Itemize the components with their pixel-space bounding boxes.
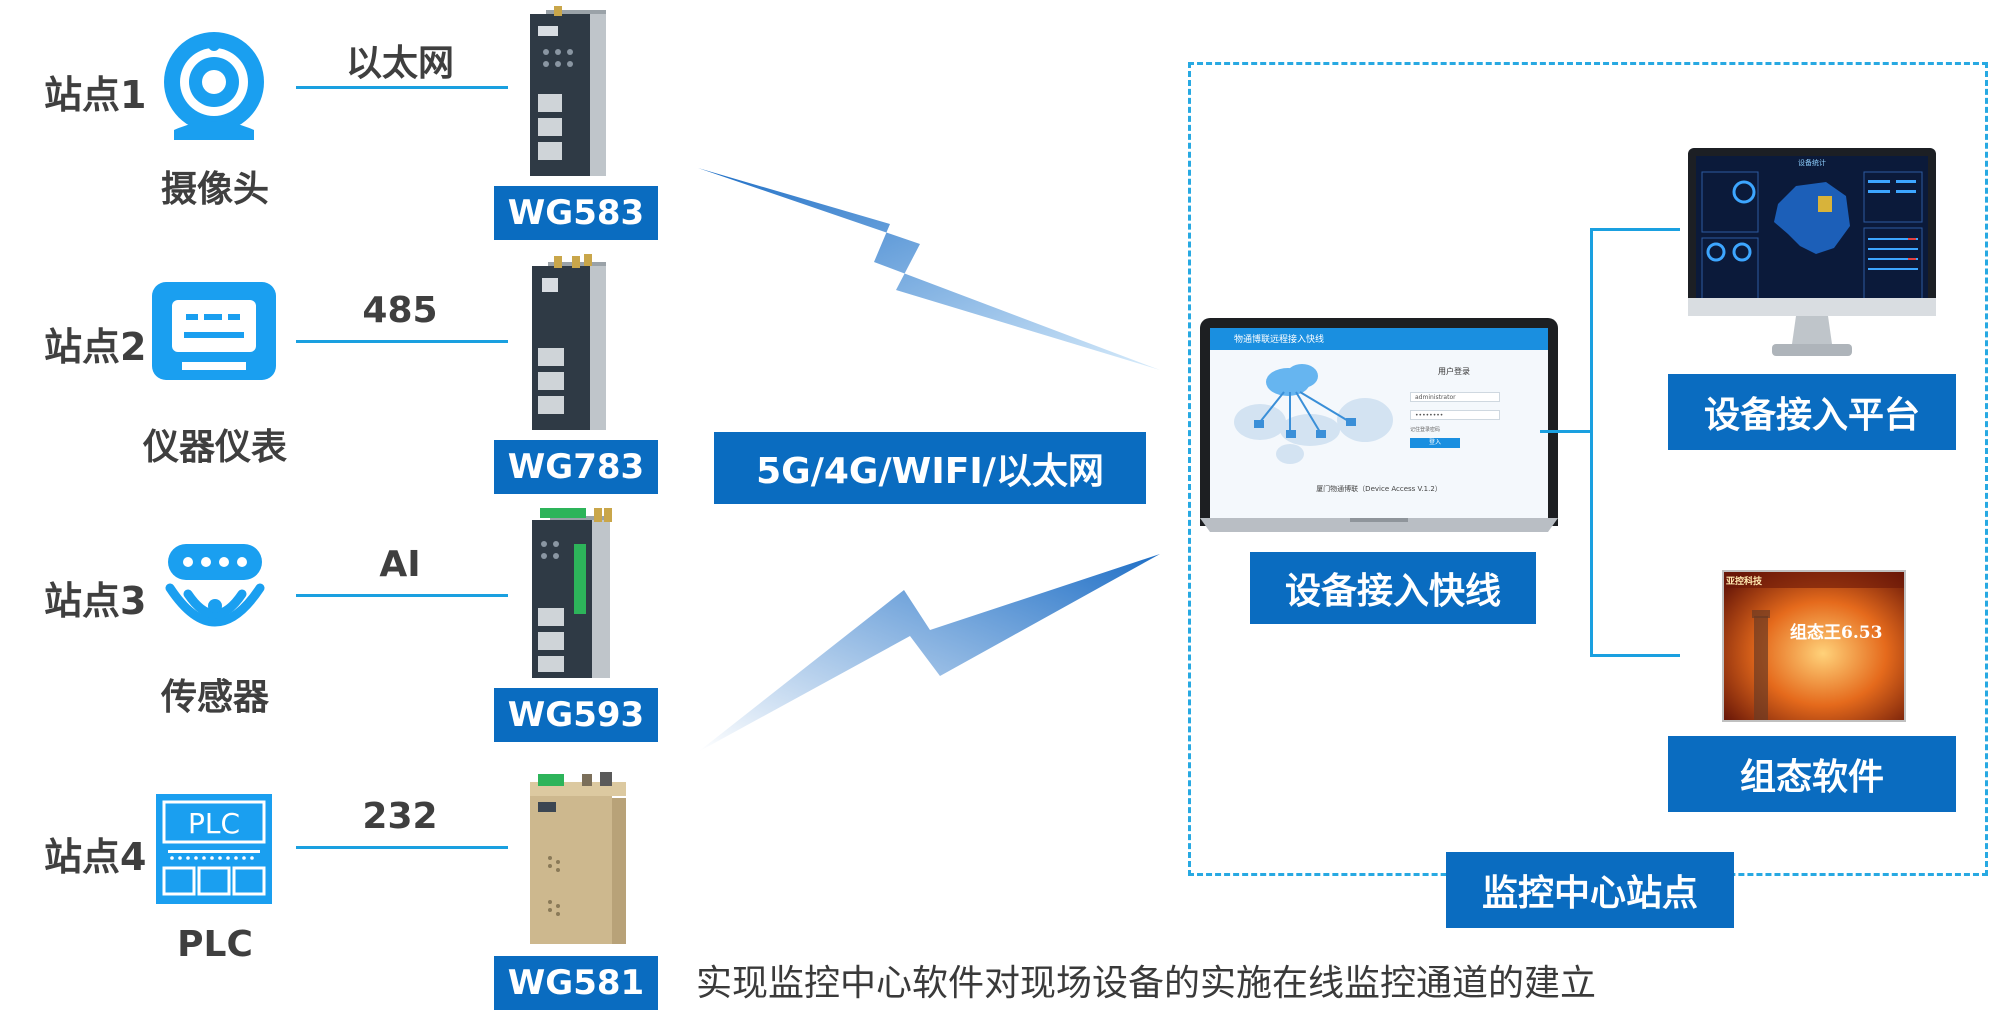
platform-label: 设备接入平台: [1668, 374, 1956, 450]
station-label: 站点3: [44, 579, 147, 623]
gateway-device-icon: [532, 254, 606, 430]
gateway-label: WG783: [494, 440, 658, 494]
app-footer: 厦门物通博联（Device Access V.1.2）: [1316, 485, 1442, 493]
gateway-label: WG583: [494, 186, 658, 240]
meter-icon: [152, 282, 276, 380]
laptop-base: [1200, 518, 1558, 532]
device-label: PLC: [177, 924, 253, 965]
connection-line: [296, 594, 508, 597]
dashboard-title: 设备统计: [1798, 159, 1826, 167]
protocol-label: AI: [379, 544, 421, 585]
gateway-device-icon: [530, 772, 626, 944]
branch-line: [1590, 654, 1680, 657]
remember-password-checkbox[interactable]: 记住登录密码: [1410, 427, 1441, 433]
gateway-device-icon: [530, 6, 606, 176]
scada-software-image: 亚控科技 组态王6.53: [1722, 570, 1906, 722]
access-tool-label: 设备接入快线: [1250, 552, 1536, 624]
branch-line: [1540, 430, 1592, 433]
gateway-label: WG581: [494, 956, 658, 1010]
camera-icon: [164, 32, 264, 140]
device-label: 摄像头: [160, 169, 269, 210]
plc-icon-text: PLC: [187, 806, 241, 840]
station-label: 站点1: [44, 73, 147, 117]
branch-line: [1590, 228, 1680, 231]
scada-product-name: 组态王6.53: [1790, 623, 1883, 643]
cloud-map-icon: [1234, 364, 1393, 464]
gateway-device-icon: [532, 508, 612, 678]
password-field[interactable]: ••••••••: [1410, 410, 1500, 420]
connection-line: [296, 846, 508, 849]
login-title: 用户登录: [1438, 367, 1470, 376]
station-label: 站点2: [44, 325, 147, 369]
monitoring-center-title: 监控中心站点: [1446, 852, 1734, 928]
protocol-label: 以太网: [345, 43, 454, 84]
plc-icon: PLC: [156, 794, 272, 904]
laptop-screen: 物通博联远程接入快线 用户登录 administrator •••••••• 记…: [1200, 318, 1558, 526]
connection-line: [296, 340, 508, 343]
station-label: 站点4: [44, 835, 147, 879]
branch-line: [1590, 228, 1593, 656]
app-title: 物通博联远程接入快线: [1234, 335, 1325, 345]
platform-monitor: 设备统计: [1688, 148, 1936, 358]
protocol-label: 485: [362, 290, 438, 331]
scada-label: 组态软件: [1668, 736, 1956, 812]
device-label: 仪器仪表: [142, 427, 287, 468]
username-field[interactable]: administrator: [1410, 392, 1500, 402]
protocol-label: 232: [362, 796, 438, 837]
scada-brand: 亚控科技: [1726, 577, 1763, 587]
device-label: 传感器: [160, 677, 269, 718]
network-type-label: 5G/4G/WIFI/以太网: [714, 432, 1146, 504]
wireless-link-graphic: [698, 168, 1160, 752]
sensor-icon: [165, 544, 265, 627]
login-button[interactable]: 登入: [1410, 438, 1460, 448]
connection-line: [296, 86, 508, 89]
diagram-caption: 实现监控中心软件对现场设备的实施在线监控通道的建立: [696, 963, 1597, 1004]
gateway-label: WG593: [494, 688, 658, 742]
